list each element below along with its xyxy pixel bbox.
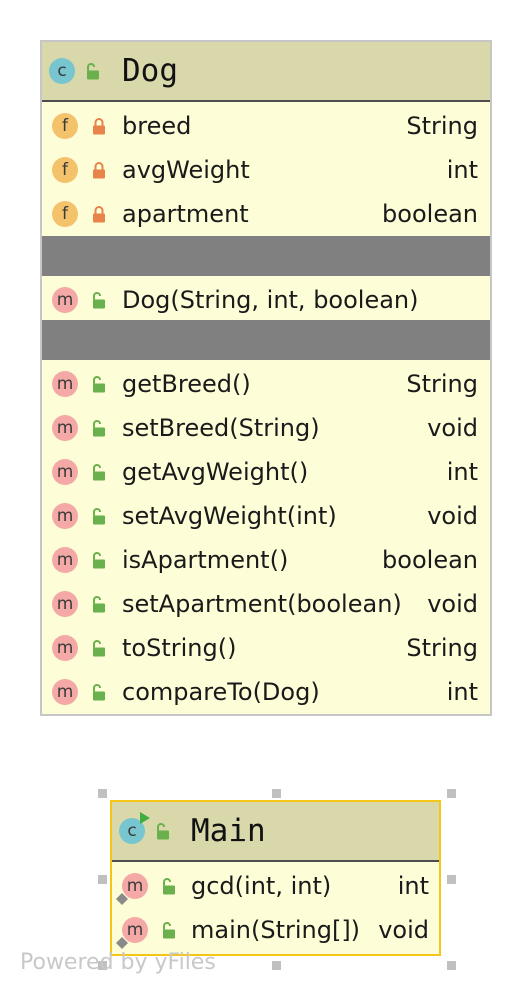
method-icon: m bbox=[116, 873, 148, 905]
method-return-type: boolean bbox=[382, 546, 478, 574]
field-icon: f bbox=[52, 113, 78, 139]
method-name: compareTo(Dog) bbox=[122, 678, 320, 706]
section-divider bbox=[42, 320, 490, 360]
method-row[interactable]: m setBreed(String) void bbox=[42, 406, 490, 450]
field-icon: f bbox=[52, 157, 78, 183]
field-name: breed bbox=[122, 112, 192, 140]
method-icon: m bbox=[52, 415, 78, 441]
selection-handle[interactable] bbox=[447, 961, 456, 970]
selection-handle[interactable] bbox=[272, 961, 281, 970]
unlock-icon bbox=[93, 376, 105, 393]
field-row[interactable]: f avgWeight int bbox=[42, 148, 490, 192]
method-row[interactable]: m toString() String bbox=[42, 626, 490, 670]
method-row[interactable]: m getBreed() String bbox=[42, 362, 490, 406]
method-return-type: int bbox=[446, 458, 478, 486]
class-node-dog[interactable]: c Dog f breed String f avgWeight int f a… bbox=[40, 40, 492, 716]
method-row[interactable]: m compareTo(Dog) int bbox=[42, 670, 490, 714]
method-name: main(String[]) bbox=[191, 916, 361, 944]
lock-icon bbox=[93, 206, 105, 223]
unlock-icon bbox=[93, 420, 105, 437]
method-name: getBreed() bbox=[122, 370, 251, 398]
section-divider bbox=[42, 236, 490, 276]
field-row[interactable]: f apartment boolean bbox=[42, 192, 490, 236]
method-return-type: String bbox=[406, 370, 478, 398]
method-name: isApartment() bbox=[122, 546, 289, 574]
method-row[interactable]: m main(String[]) void bbox=[112, 908, 439, 952]
method-name: setApartment(boolean) bbox=[122, 590, 402, 618]
unlock-icon bbox=[163, 878, 175, 895]
method-kind-letter: m bbox=[126, 920, 144, 940]
method-name: getAvgWeight() bbox=[122, 458, 309, 486]
unlock-icon bbox=[93, 684, 105, 701]
class-icon: c bbox=[119, 812, 150, 844]
method-icon: m bbox=[52, 459, 78, 485]
field-row[interactable]: f breed String bbox=[42, 104, 490, 148]
method-return-type: void bbox=[427, 502, 478, 530]
unlock-icon bbox=[93, 292, 105, 309]
class-kind-letter: c bbox=[127, 821, 137, 841]
field-name: avgWeight bbox=[122, 156, 250, 184]
selection-handle[interactable] bbox=[272, 789, 281, 798]
method-return-type: void bbox=[427, 590, 478, 618]
unlock-icon bbox=[93, 640, 105, 657]
method-icon: m bbox=[52, 591, 78, 617]
powered-by-watermark: Powered by yFiles bbox=[20, 950, 216, 975]
unlock-icon bbox=[87, 63, 99, 80]
field-type: int bbox=[446, 156, 478, 184]
constructor-name: Dog(String, int, boolean) bbox=[122, 286, 419, 314]
lock-icon bbox=[93, 118, 105, 135]
unlock-icon bbox=[93, 552, 105, 569]
method-name: toString() bbox=[122, 634, 237, 662]
class-name-dog: Dog bbox=[122, 53, 178, 89]
method-return-type: int bbox=[397, 872, 429, 900]
method-return-type: void bbox=[378, 916, 429, 944]
method-icon: m bbox=[52, 287, 78, 313]
class-header-main[interactable]: c Main bbox=[112, 802, 439, 862]
selection-handle[interactable] bbox=[447, 875, 456, 884]
selection-handle[interactable] bbox=[98, 961, 107, 970]
method-icon: m bbox=[52, 635, 78, 661]
run-arrow-icon bbox=[140, 812, 150, 824]
unlock-icon bbox=[163, 922, 175, 939]
method-icon: m bbox=[52, 503, 78, 529]
method-name: gcd(int, int) bbox=[191, 872, 332, 900]
class-node-main[interactable]: c Main m gcd(int, int) int m ma bbox=[110, 800, 441, 956]
method-name: setAvgWeight(int) bbox=[122, 502, 337, 530]
method-icon: m bbox=[52, 679, 78, 705]
method-name: setBreed(String) bbox=[122, 414, 320, 442]
method-return-type: String bbox=[406, 634, 478, 662]
method-row[interactable]: m gcd(int, int) int bbox=[112, 864, 439, 908]
method-return-type: void bbox=[427, 414, 478, 442]
method-row[interactable]: m isApartment() boolean bbox=[42, 538, 490, 582]
method-kind-letter: m bbox=[126, 876, 144, 896]
method-row[interactable]: m getAvgWeight() int bbox=[42, 450, 490, 494]
method-return-type: int bbox=[446, 678, 478, 706]
field-name: apartment bbox=[122, 200, 249, 228]
selection-handle[interactable] bbox=[98, 875, 107, 884]
static-marker-icon bbox=[116, 937, 128, 949]
method-row[interactable]: m setApartment(boolean) void bbox=[42, 582, 490, 626]
unlock-icon bbox=[157, 823, 169, 840]
method-icon: m bbox=[52, 547, 78, 573]
static-marker-icon bbox=[116, 893, 128, 905]
field-icon: f bbox=[52, 201, 78, 227]
class-header-dog[interactable]: c Dog bbox=[42, 42, 490, 102]
unlock-icon bbox=[93, 464, 105, 481]
method-row[interactable]: m setAvgWeight(int) void bbox=[42, 494, 490, 538]
selection-handle[interactable] bbox=[447, 789, 456, 798]
field-type: boolean bbox=[382, 200, 478, 228]
lock-icon bbox=[93, 162, 105, 179]
method-icon: m bbox=[52, 371, 78, 397]
field-type: String bbox=[406, 112, 478, 140]
class-name-main: Main bbox=[191, 813, 266, 849]
unlock-icon bbox=[93, 596, 105, 613]
selection-handle[interactable] bbox=[98, 789, 107, 798]
constructor-row[interactable]: m Dog(String, int, boolean) bbox=[42, 278, 490, 322]
method-icon: m bbox=[116, 917, 148, 949]
unlock-icon bbox=[93, 508, 105, 525]
class-icon: c bbox=[49, 58, 75, 84]
